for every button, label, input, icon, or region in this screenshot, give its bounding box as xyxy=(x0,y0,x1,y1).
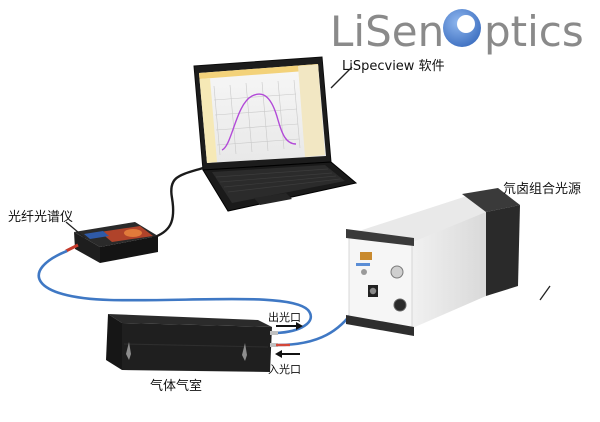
light-source-label: 氘卤组合光源 xyxy=(503,178,581,197)
spectrometer-device xyxy=(66,222,158,263)
display-panel xyxy=(360,252,372,260)
power-switch-icon xyxy=(391,266,403,278)
arrow-in xyxy=(275,350,300,358)
gas-cell xyxy=(106,314,278,372)
laptop xyxy=(194,49,356,211)
logo-text-ptics: ptics xyxy=(484,7,584,56)
logo-text-lisen: LiSen xyxy=(330,7,444,56)
light-in-label: 入光口 xyxy=(268,361,301,377)
lisen-optics-logo: LiSen ptics xyxy=(330,7,584,56)
software-label: LiSpecview 软件 xyxy=(342,55,445,74)
usb-cable xyxy=(152,168,203,238)
gas-cell-label: 气体气室 xyxy=(150,375,202,394)
spectrometer-label: 光纤光谱仪 xyxy=(8,206,73,225)
light-source-callout-line xyxy=(540,286,550,300)
light-out-label: 出光口 xyxy=(268,309,301,325)
light-source-device xyxy=(346,188,520,336)
